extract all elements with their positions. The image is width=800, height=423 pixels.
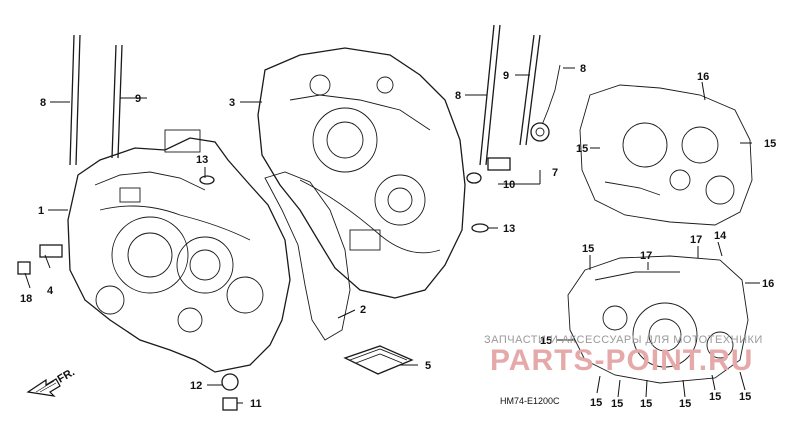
drain-bolt-11	[222, 397, 238, 411]
callout-14: 14	[714, 230, 727, 242]
callout-13: 13	[503, 223, 515, 235]
callout-16: 16	[762, 278, 774, 290]
callout-numbers: 8 9 1 3 13 4 18 2 5 12 11 8 9 8 10 7 13 …	[20, 63, 776, 410]
stud-bolts-left	[69, 34, 123, 166]
diagram-code: HM74-E1200C	[500, 396, 560, 406]
callout-15: 15	[739, 391, 751, 403]
washer-12	[221, 373, 239, 391]
arrow-icon	[26, 378, 61, 397]
callout-15: 15	[679, 398, 691, 410]
leader-lines	[24, 67, 760, 404]
callout-3: 3	[229, 97, 235, 109]
watermark-tagline: ЗАПЧАСТИ И АКСЕССУАРЫ ДЛЯ МОТОТЕХНИКИ	[484, 334, 763, 346]
dowel-13b	[471, 223, 489, 233]
callout-18: 18	[20, 293, 32, 305]
callout-15: 15	[640, 398, 652, 410]
front-direction-arrow: FR.	[26, 366, 77, 397]
callout-11: 11	[250, 398, 262, 410]
callout-17: 17	[690, 234, 702, 246]
callout-1: 1	[38, 205, 44, 217]
dowel-13a	[199, 175, 215, 185]
callout-15: 15	[590, 397, 602, 409]
callout-15: 15	[540, 335, 552, 347]
stud-bolts-right	[479, 24, 541, 166]
callout-13: 13	[196, 154, 208, 166]
left-crankcase	[67, 129, 291, 373]
watermark-logo: PARTS-POINT.RU	[490, 344, 753, 377]
callout-10: 10	[503, 179, 515, 191]
callout-15: 15	[582, 243, 594, 255]
callout-7: 7	[552, 167, 558, 179]
callout-9: 9	[135, 93, 141, 105]
callout-8: 8	[40, 97, 46, 109]
callout-15: 15	[764, 138, 776, 150]
bolt-18	[17, 261, 31, 275]
dowel-4	[39, 244, 63, 258]
callout-2: 2	[360, 304, 366, 316]
callout-5: 5	[425, 360, 431, 372]
cover-gasket-lower	[567, 255, 749, 384]
cover-gasket-upper	[579, 84, 753, 226]
callout-9: 9	[503, 70, 509, 82]
direction-label: FR.	[56, 366, 77, 385]
sensor-switch	[466, 64, 561, 184]
small-parts	[17, 175, 489, 411]
callout-17: 17	[640, 250, 652, 262]
callout-8: 8	[580, 63, 586, 75]
callout-4: 4	[47, 285, 54, 297]
crankcase-gasket	[264, 171, 351, 341]
callout-15: 15	[611, 398, 623, 410]
callout-15: 15	[709, 391, 721, 403]
callout-16: 16	[697, 71, 709, 83]
oil-strainer	[343, 345, 414, 375]
callout-12: 12	[190, 380, 202, 392]
callout-15: 15	[576, 143, 588, 155]
right-crankcase	[257, 47, 466, 299]
callout-8: 8	[455, 90, 461, 102]
